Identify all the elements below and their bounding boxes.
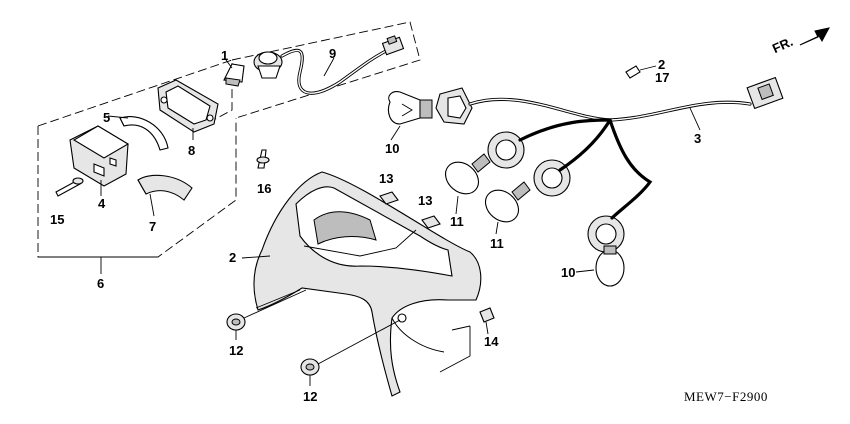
callout-labels: 1 2 17 9 5 8 3 10 13 13 16 15 4 7 11 11 … (50, 46, 701, 404)
small-bulb-part (223, 59, 245, 87)
callout-11-a: 11 (450, 214, 464, 229)
drawing-code: MEW7−F2900 (684, 389, 768, 404)
callout-10-left: 10 (385, 141, 399, 156)
socket-wire-part (253, 35, 405, 95)
front-arrow-icon (799, 27, 830, 46)
leader-lines (100, 57, 701, 386)
grommet-lower-part (300, 358, 320, 376)
callout-10-bottom: 10 (561, 265, 575, 280)
sub-harness-part (468, 76, 784, 220)
callout-1: 1 (221, 48, 228, 63)
callout-8: 8 (188, 143, 195, 158)
callout-16: 16 (257, 181, 271, 196)
callout-4: 4 (98, 196, 106, 211)
callout-6: 6 (97, 276, 104, 291)
callout-9: 9 (329, 46, 336, 61)
clip-small-part (479, 307, 495, 323)
callout-7: 7 (149, 219, 156, 234)
callout-12-upper: 12 (229, 343, 243, 358)
callout-13-right: 13 (418, 193, 432, 208)
callout-11-b: 11 (490, 236, 504, 251)
callout-2-body: 2 (229, 250, 236, 265)
lens-screw-part (55, 177, 84, 197)
tail-lamp-body-part (253, 171, 482, 397)
clip-right-part (421, 215, 441, 229)
callout-17: 17 (655, 70, 669, 85)
gasket-part (119, 116, 169, 151)
grommet-upper-part (226, 313, 246, 331)
callout-15: 15 (50, 212, 64, 227)
callout-13-left: 13 (379, 171, 393, 186)
socket-seal-part (137, 174, 193, 201)
license-housing-part (157, 79, 219, 140)
callout-3: 3 (694, 131, 701, 146)
callout-14: 14 (484, 334, 499, 349)
socket-a-part (435, 87, 473, 125)
bulb-mid-a-part (444, 153, 491, 195)
bulb-left-part (387, 91, 433, 125)
callout-5: 5 (103, 110, 110, 125)
screw-washer-part (625, 65, 641, 79)
clip-left-part (379, 191, 399, 205)
front-direction-label: FR. (770, 34, 795, 56)
callout-12-lower: 12 (303, 389, 317, 404)
bulb-mid-b-part (484, 181, 531, 223)
callout-2-screw: 2 (658, 57, 665, 72)
bulb-bottom-part (595, 245, 625, 287)
lens-cover-part (69, 125, 130, 187)
front-direction-indicator: FR. (770, 27, 830, 56)
socket-b-part (487, 131, 525, 169)
housing-screw-part (256, 149, 270, 169)
